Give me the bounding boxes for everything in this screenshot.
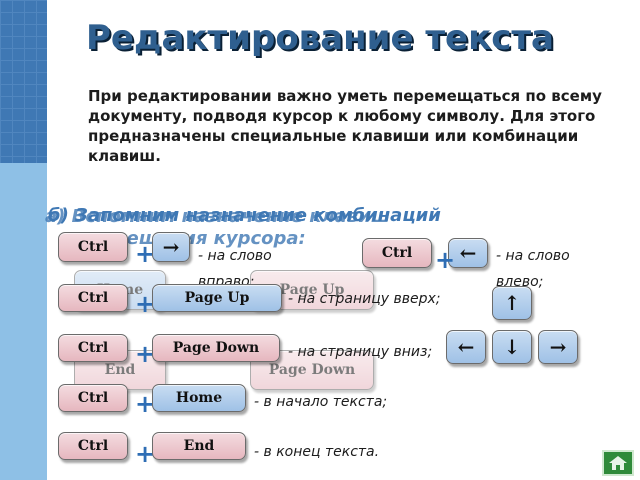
ctrl-key-4: Ctrl bbox=[58, 334, 128, 362]
desc-page-down: - на страницу вниз; bbox=[288, 344, 433, 360]
home-nav-button[interactable] bbox=[602, 450, 634, 476]
decor-stripe-bottom bbox=[0, 163, 47, 480]
arrow-up-key: ↑ bbox=[492, 286, 532, 320]
desc-word-left: - на слово влево; bbox=[496, 248, 570, 290]
plus-sign-4: + bbox=[134, 340, 156, 368]
plus-sign: + bbox=[134, 240, 156, 268]
arrow-down-key: ↓ bbox=[492, 330, 532, 364]
desc-page-up: - на страницу вверх; bbox=[288, 291, 441, 307]
home-icon bbox=[609, 456, 627, 470]
ctrl-key-5: Ctrl bbox=[58, 384, 128, 412]
ctrl-key-3: Ctrl bbox=[58, 284, 128, 312]
ctrl-key-6: Ctrl bbox=[58, 432, 128, 460]
ctrl-key-2: Ctrl bbox=[362, 238, 432, 268]
ctrl-key: Ctrl bbox=[58, 232, 128, 262]
slide-title: Редактирование текста bbox=[86, 18, 554, 58]
home-key: Home bbox=[152, 384, 246, 412]
arrow-right-key-cluster: → bbox=[538, 330, 578, 364]
plus-sign-6: + bbox=[134, 440, 156, 468]
end-key: End bbox=[152, 432, 246, 460]
heading-cursor-keys: а) Вспомним назначение клавиш bbox=[45, 206, 390, 227]
arrow-left-key-cluster: ← bbox=[446, 330, 486, 364]
desc-doc-start: - в начало текста; bbox=[254, 394, 388, 410]
desc-doc-end: - в конец текста. bbox=[254, 444, 380, 460]
arrow-right-key: → bbox=[152, 232, 190, 262]
decor-grid bbox=[0, 0, 47, 163]
plus-sign-2: + bbox=[434, 246, 456, 274]
page-up-key: Page Up bbox=[152, 284, 282, 312]
plus-sign-5: + bbox=[134, 390, 156, 418]
page-down-key: Page Down bbox=[152, 334, 280, 362]
intro-paragraph: При редактировании важно уметь перемещат… bbox=[88, 87, 602, 165]
heading-key-combinations: б) Запомним назначение комбинаций bbox=[48, 205, 441, 226]
plus-sign-3: + bbox=[134, 290, 156, 318]
arrow-left-key: ← bbox=[448, 238, 488, 268]
